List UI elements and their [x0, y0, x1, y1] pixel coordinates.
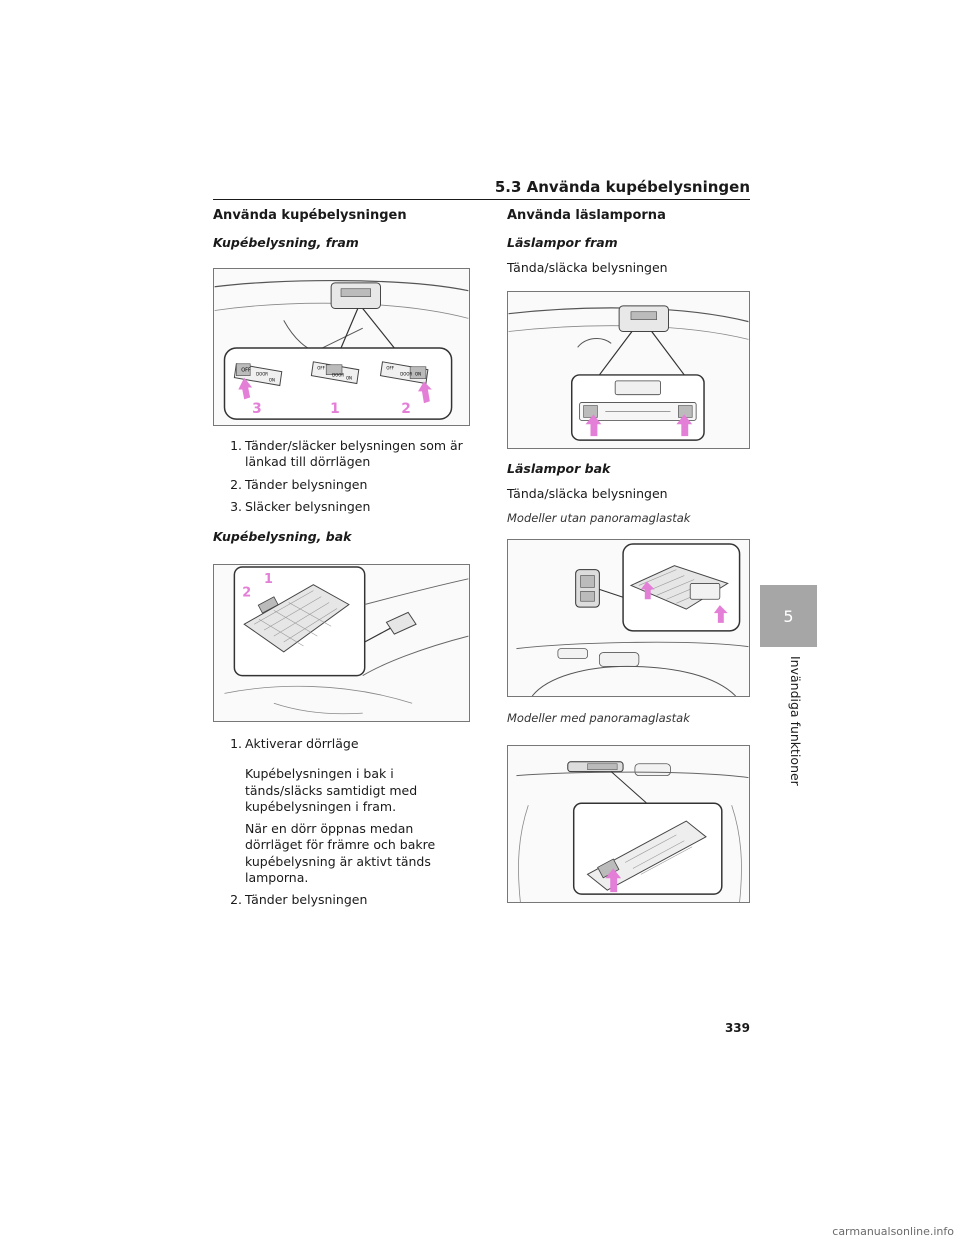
switch-on-label-1: ON	[269, 378, 275, 383]
right-column: Använda läslamporna Läslampor fram Tända…	[507, 208, 752, 913]
list-item: 3.Släcker belysningen	[230, 498, 371, 514]
rear-step1-note-1: Kupébelysningen i bak i tänds/släcks sam…	[245, 766, 418, 814]
rear-interior-light-illustration: 1 2	[224, 566, 469, 715]
callout-arrow-2	[418, 381, 432, 404]
switch-door-position-illustration: OFF DOOR ON	[310, 361, 360, 385]
left-heading: Använda kupébelysningen	[213, 208, 407, 223]
page-number: 339	[724, 1021, 750, 1035]
header-rule	[213, 199, 750, 200]
rear-reading-lamps-subheading: Läslampor bak	[507, 461, 611, 476]
switch-off-label-1: OFF	[241, 368, 251, 374]
model-without-roof-label: Modeller utan panoramaglastak	[507, 511, 691, 525]
front-lighting-subheading: Kupébelysning, fram	[213, 235, 359, 250]
front-reading-lamps-subheading: Läslampor fram	[507, 235, 618, 250]
footer-watermark: carmanualsonline.info	[832, 1225, 954, 1238]
section-header: 5.3 Använda kupébelysningen	[494, 178, 750, 196]
rear-roof-lamp-arrow	[605, 868, 622, 893]
rear-steps-list-2: 2.Tänder belysningen	[213, 892, 473, 908]
switch-door-label-2: DOOR	[332, 373, 344, 378]
model-with-roof-label: Modeller med panoramaglastak	[507, 711, 690, 725]
right-heading: Använda läslamporna	[507, 208, 666, 223]
rear-reading-lamps-no-roof-figure	[507, 539, 750, 697]
rear-reading-lamps-caption: Tända/släcka belysningen	[507, 486, 668, 501]
front-steps-list: 1.Tänder/släcker belysningen som är länk…	[213, 438, 473, 515]
rear-steps-list: 1.Aktiverar dörrläge	[213, 736, 473, 752]
callout-number-1: 1	[330, 401, 340, 417]
front-interior-light-illustration: OFF DOOR ON OFF DOOR ON OFF DOOR ON 3	[214, 280, 469, 420]
rear-reading-lamps-with-roof-illustration	[516, 761, 749, 902]
rear-reading-lamps-no-roof-illustration	[516, 543, 749, 696]
list-item: 1.Aktiverar dörrläge	[230, 736, 359, 751]
callout-number-2: 2	[401, 401, 411, 417]
front-interior-light-figure: OFF DOOR ON OFF DOOR ON OFF DOOR ON 3	[213, 268, 470, 426]
switch-door-label-1: DOOR	[256, 372, 268, 377]
switch-off-label-2: OFF	[317, 366, 325, 371]
rear-reading-lamps-with-roof-figure	[507, 745, 750, 903]
chapter-tab: 5	[760, 585, 817, 647]
rear-callout-number-1: 1	[264, 572, 273, 587]
front-reading-lamps-caption: Tända/släcka belysningen	[507, 260, 668, 275]
list-item: 2.Tänder belysningen	[230, 892, 368, 907]
callout-number-3: 3	[252, 401, 262, 417]
left-column: Använda kupébelysningen Kupébelysning, f…	[213, 208, 473, 922]
callout-arrow-3	[238, 377, 253, 400]
list-item: 2.Tänder belysningen	[230, 476, 368, 492]
rear-callout-number-2: 2	[242, 586, 251, 601]
list-item: 1.Tänder/släcker belysningen som är länk…	[230, 438, 463, 470]
front-reading-lamps-illustration	[508, 305, 749, 441]
rear-step1-note-2: När en dörr öppnas medan dörrläget för f…	[245, 821, 436, 885]
rear-right-lamp-arrow	[713, 605, 728, 623]
rear-lighting-subheading: Kupébelysning, bak	[213, 529, 352, 544]
switch-on-position-illustration: OFF DOOR ON	[379, 361, 432, 404]
switch-on-label-3: ON	[415, 372, 421, 377]
switch-on-label-2: ON	[346, 376, 352, 381]
rear-interior-light-figure: 1 2	[213, 564, 470, 722]
front-reading-lamps-figure	[507, 291, 750, 449]
switch-door-label-3: DOOR	[400, 372, 412, 377]
chapter-side-label: Invändiga funktioner	[788, 656, 803, 786]
switch-off-position-illustration: OFF DOOR ON	[233, 363, 283, 400]
switch-off-label-3: OFF	[386, 366, 394, 371]
